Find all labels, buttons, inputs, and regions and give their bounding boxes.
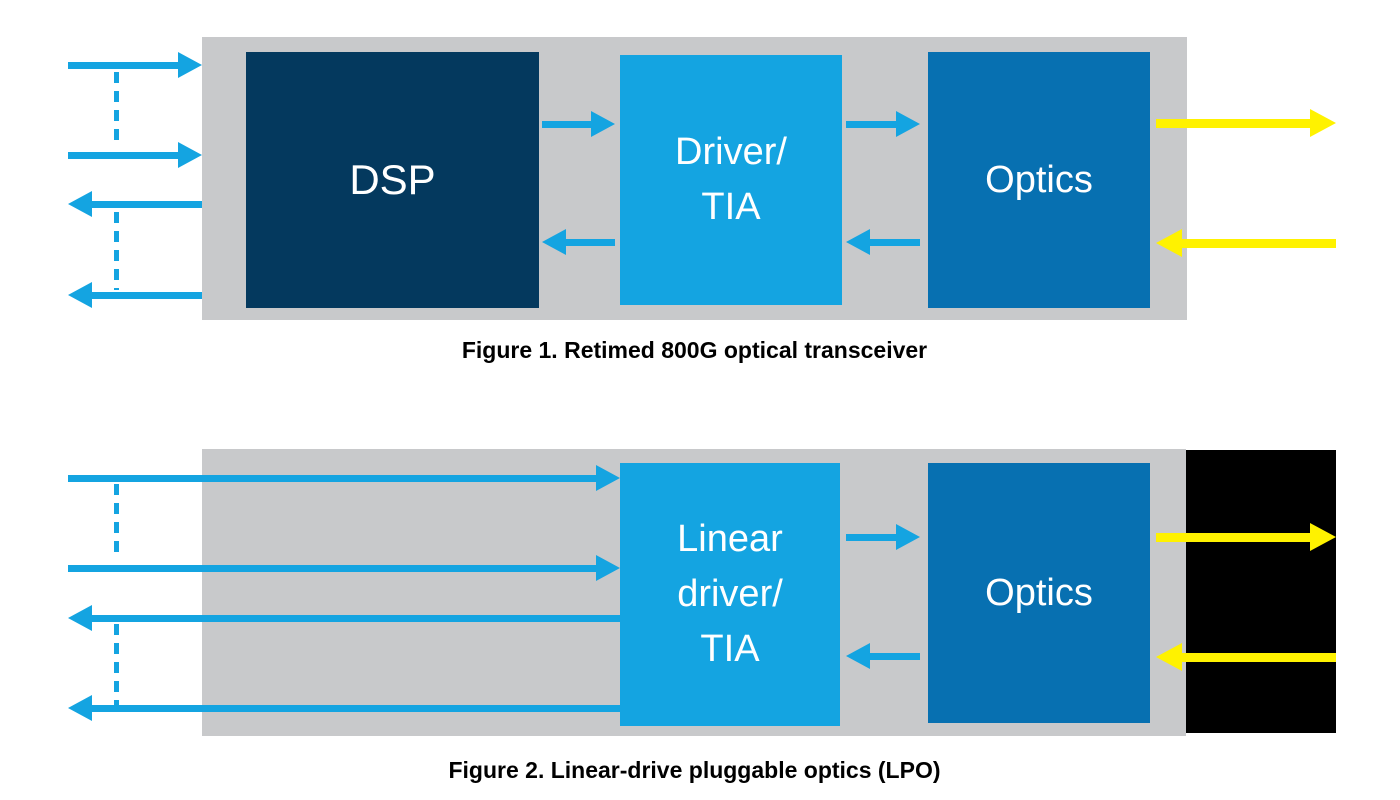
arrow-head xyxy=(178,142,202,168)
arrow-shaft xyxy=(1156,532,1310,542)
arrow-shaft xyxy=(566,238,615,246)
arrow-shaft xyxy=(68,474,596,482)
arrow-shaft xyxy=(846,533,896,541)
arrow-shaft xyxy=(68,61,178,69)
arrow-head xyxy=(896,111,920,137)
arrow-head xyxy=(1310,109,1336,137)
arrow-head xyxy=(846,229,870,255)
optics-box-2: Optics xyxy=(928,463,1150,723)
arrow-head xyxy=(846,643,870,669)
lane-ellipsis-dash-1 xyxy=(114,72,119,146)
optical-output-arrow-1 xyxy=(1156,109,1336,137)
host-output-arrow-3 xyxy=(68,605,620,631)
dsp-box-label: DSP xyxy=(349,156,436,203)
arrow-head xyxy=(178,52,202,78)
figure-1-caption: Figure 1. Retimed 800G optical transceiv… xyxy=(461,337,928,363)
arrow-head xyxy=(591,111,615,137)
optics-box-1: Optics xyxy=(928,52,1150,308)
optics-to-linear-driver-arrow xyxy=(846,643,920,669)
host-input-arrow-4 xyxy=(68,555,620,581)
optics-box-2-label: Optics xyxy=(985,571,1093,614)
arrow-shaft xyxy=(92,200,202,208)
lane-ellipsis-dash-2 xyxy=(114,212,119,290)
arrow-head xyxy=(1156,229,1182,257)
arrow-head xyxy=(68,282,92,308)
arrow-head xyxy=(1156,643,1182,671)
arrow-head xyxy=(596,465,620,491)
linear-driver-tia-box-label: Linear driver/ TIA xyxy=(677,517,783,671)
arrow-shaft xyxy=(92,614,620,622)
arrow-shaft xyxy=(870,652,920,660)
arrow-shaft xyxy=(846,120,896,128)
arrow-shaft xyxy=(542,120,591,128)
arrow-head xyxy=(68,605,92,631)
arrow-shaft xyxy=(870,238,920,246)
dsp-to-driver-arrow xyxy=(542,111,615,137)
arrow-shaft xyxy=(92,291,202,299)
optical-input-arrow-2 xyxy=(1156,643,1336,671)
lane-ellipsis-dash-4 xyxy=(114,624,119,706)
host-input-arrow-2 xyxy=(68,142,202,168)
host-input-arrow-3 xyxy=(68,465,620,491)
optics-to-driver-arrow xyxy=(846,229,920,255)
connector-black-block xyxy=(1186,450,1336,733)
linear-driver-tia-box: Linear driver/ TIA xyxy=(620,463,840,726)
dsp-box: DSP xyxy=(246,52,539,308)
arrow-shaft xyxy=(68,151,178,159)
arrow-shaft xyxy=(1182,238,1336,248)
lane-ellipsis-dash-3 xyxy=(114,484,119,556)
arrow-head xyxy=(1310,523,1336,551)
driver-tia-box: Driver/ TIA xyxy=(620,55,842,305)
driver-to-dsp-arrow xyxy=(542,229,615,255)
arrow-head xyxy=(596,555,620,581)
driver-to-optics-arrow xyxy=(846,111,920,137)
figure-2-caption: Figure 2. Linear-drive pluggable optics … xyxy=(448,757,941,783)
arrow-head xyxy=(68,191,92,217)
host-output-arrow-4 xyxy=(68,695,620,721)
arrow-shaft xyxy=(92,704,620,712)
arrow-head xyxy=(896,524,920,550)
host-output-arrow-1 xyxy=(68,191,202,217)
optical-input-arrow-1 xyxy=(1156,229,1336,257)
arrow-shaft xyxy=(1182,652,1336,662)
arrow-head xyxy=(68,695,92,721)
arrow-shaft xyxy=(1156,118,1310,128)
host-input-arrow-1 xyxy=(68,52,202,78)
arrow-head xyxy=(542,229,566,255)
driver-tia-box-label: Driver/ TIA xyxy=(675,130,787,228)
linear-driver-to-optics-arrow xyxy=(846,524,920,550)
optics-box-1-label: Optics xyxy=(985,158,1093,201)
arrow-shaft xyxy=(68,564,596,572)
optical-output-arrow-2 xyxy=(1156,523,1336,551)
host-output-arrow-2 xyxy=(68,282,202,308)
